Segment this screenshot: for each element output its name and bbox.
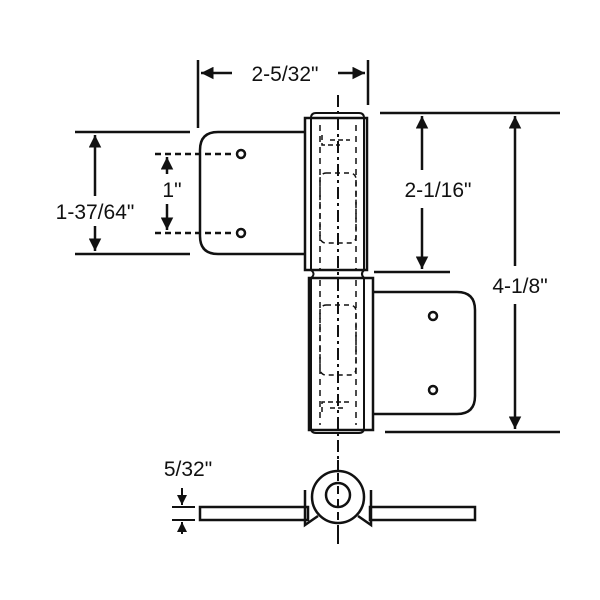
thickness-label: 5/32" [164, 458, 212, 481]
upper-leaf [198, 130, 305, 256]
hole-spacing-label: 1" [162, 179, 181, 202]
hole-spacing-dimension: 1" [160, 157, 182, 230]
upper-leaf-hole [235, 227, 247, 239]
overall-width-dimension: 2-5/32" [196, 60, 370, 128]
lower-knuckle [307, 269, 375, 434]
upper-leaf-hole [235, 148, 247, 160]
lower-leaf-hole [427, 310, 439, 322]
overall-height-label: 4-1/8" [492, 275, 547, 298]
overall-width-label: 2-5/32" [252, 63, 319, 86]
end-view [198, 460, 477, 540]
upper-knuckle [303, 112, 369, 272]
thickness-dimension: 5/32" [164, 458, 212, 534]
overall-height-dimension: 4-1/8" [385, 116, 560, 434]
lower-leaf [373, 290, 477, 416]
leaf-height-label: 1-37/64" [56, 201, 135, 224]
lower-leaf-hole [427, 384, 439, 396]
knuckle-length-label: 2-1/16" [405, 179, 472, 202]
leaf-height-dimension: 1-37/64" [40, 130, 190, 256]
knuckle-length-dimension: 2-1/16" [374, 111, 560, 274]
